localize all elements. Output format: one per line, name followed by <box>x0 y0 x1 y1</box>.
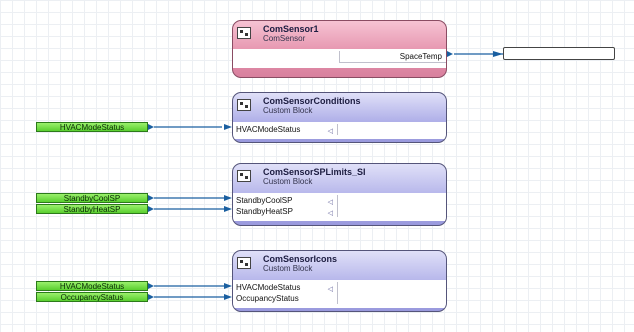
wire-arrow <box>224 124 232 130</box>
wire-arrow <box>148 294 154 300</box>
wire-arrow <box>224 283 232 289</box>
block-header[interactable]: ComSensorSPLimits_SI Custom Block <box>233 164 446 190</box>
port-label: HVACModeStatus <box>236 283 301 292</box>
wire-arrow <box>447 51 453 57</box>
wire-arrow <box>224 206 232 212</box>
block-header[interactable]: ComSensorConditions Custom Block <box>233 93 446 119</box>
custom-block-icon <box>237 257 251 269</box>
input-marker-icon: ◁ <box>327 199 333 206</box>
block-subtitle: ComSensor <box>263 34 306 43</box>
custom-block-icon <box>237 170 251 182</box>
block-subtitle: Custom Block <box>263 264 313 273</box>
input-marker-icon: ◁ <box>327 128 333 135</box>
block-title: ComSensorIcons <box>263 254 338 264</box>
block-footer <box>233 221 446 225</box>
port-label: StandbyHeatSP <box>236 207 293 216</box>
port-input-occupancystatus[interactable]: OccupancyStatus <box>233 293 338 304</box>
tag-standbyheatsp[interactable]: StandbyHeatSP <box>36 204 148 214</box>
wire-arrow <box>493 51 503 57</box>
port-label: OccupancyStatus <box>236 294 299 303</box>
output-box[interactable] <box>503 47 615 60</box>
wire-arrow <box>148 124 154 130</box>
block-comsensorconditions[interactable]: ComSensorConditions Custom Block HVACMod… <box>232 92 447 143</box>
block-header[interactable]: ComSensorIcons Custom Block <box>233 251 446 277</box>
port-label: HVACModeStatus <box>236 125 301 134</box>
sensor-block-icon <box>237 27 251 39</box>
block-title: ComSensorSPLimits_SI <box>263 167 366 177</box>
tag-hvacmodestatus[interactable]: HVACModeStatus <box>36 281 148 291</box>
port-input-hvacmodestatus[interactable]: HVACModeStatus ◁ <box>233 282 338 293</box>
custom-block-icon <box>237 99 251 111</box>
block-subtitle: Custom Block <box>263 106 313 115</box>
block-subtitle: Custom Block <box>263 177 313 186</box>
port-input-hvacmodestatus[interactable]: HVACModeStatus ◁ <box>233 124 338 135</box>
block-body: StandbyCoolSP ◁ StandbyHeatSP ◁ <box>233 193 446 221</box>
wire-arrow <box>148 206 154 212</box>
block-body: SpaceTemp <box>233 49 446 68</box>
block-header[interactable]: ComSensor1 ComSensor <box>233 21 446 47</box>
port-output-spacetemp[interactable]: SpaceTemp <box>339 51 446 63</box>
block-body: HVACModeStatus ◁ <box>233 122 446 139</box>
port-input-standbyheatsp[interactable]: StandbyHeatSP ◁ <box>233 206 338 217</box>
block-footer <box>233 68 446 76</box>
wire-arrow <box>224 195 232 201</box>
block-footer <box>233 139 446 142</box>
input-marker-icon: ◁ <box>327 286 333 293</box>
port-label: SpaceTemp <box>399 52 442 61</box>
block-title: ComSensor1 <box>263 24 319 34</box>
block-footer <box>233 308 446 311</box>
input-marker-icon: ◁ <box>327 210 333 217</box>
block-comsensorsplimits[interactable]: ComSensorSPLimits_SI Custom Block Standb… <box>232 163 447 226</box>
block-comsensor1[interactable]: ComSensor1 ComSensor SpaceTemp <box>232 20 447 78</box>
wire-arrow <box>224 294 232 300</box>
port-label: StandbyCoolSP <box>236 196 293 205</box>
block-title: ComSensorConditions <box>263 96 361 106</box>
wire-arrow <box>148 283 154 289</box>
tag-hvacmodestatus[interactable]: HVACModeStatus <box>36 122 148 132</box>
tag-standbycoolsp[interactable]: StandbyCoolSP <box>36 193 148 203</box>
tag-occupancystatus[interactable]: OccupancyStatus <box>36 292 148 302</box>
block-body: HVACModeStatus ◁ OccupancyStatus <box>233 280 446 308</box>
wire-arrow <box>148 195 154 201</box>
port-input-standbycoolsp[interactable]: StandbyCoolSP ◁ <box>233 195 338 206</box>
block-comsensoricons[interactable]: ComSensorIcons Custom Block HVACModeStat… <box>232 250 447 312</box>
